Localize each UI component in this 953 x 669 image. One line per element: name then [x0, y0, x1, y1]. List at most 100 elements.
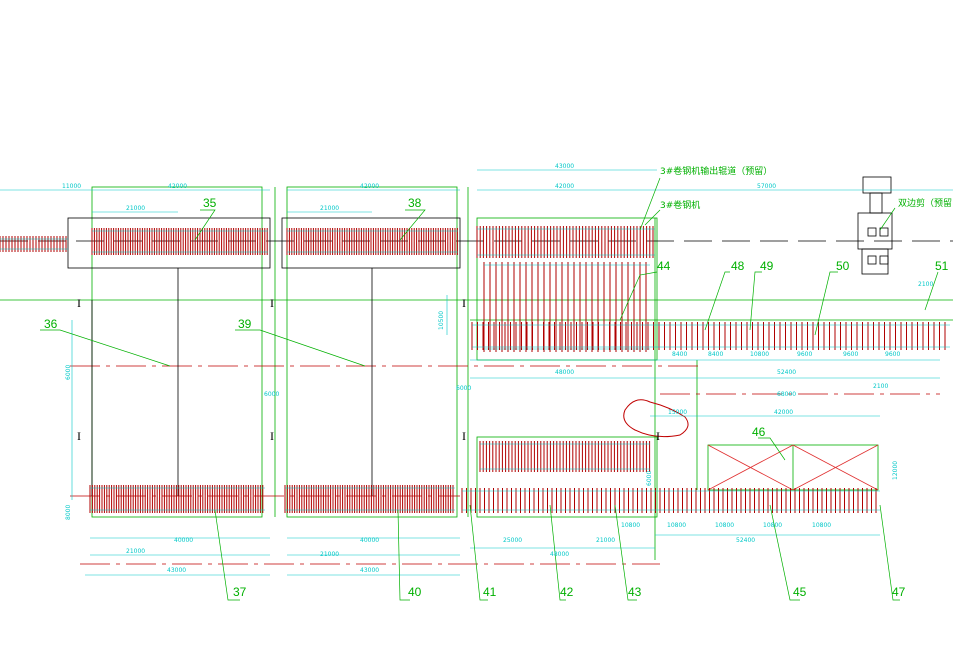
- leader-50: [814, 271, 838, 336]
- roller-furnace-1: [91, 228, 268, 255]
- dim-21000-a: 21000: [126, 205, 145, 212]
- dim-42000-b: 42000: [360, 183, 379, 190]
- dim-68000: 68000: [777, 391, 796, 398]
- leader-46: [758, 437, 786, 461]
- leader-43: [614, 504, 637, 601]
- leader-49: [749, 271, 762, 331]
- dim-10800-b: 10800: [667, 522, 686, 529]
- label-51: 51: [935, 259, 949, 273]
- dim-8400-b: 8400: [708, 351, 723, 358]
- equipment-outlines: [67, 176, 893, 496]
- dim-48000-bot: 48000: [550, 551, 569, 558]
- dim-57000: 57000: [757, 183, 776, 190]
- leader-40: [397, 509, 410, 601]
- dim-8000: 8000: [65, 505, 72, 520]
- dim-11000: 11000: [62, 183, 81, 190]
- dim-6000-b: 6000: [456, 385, 471, 392]
- dim-42000-c: 42000: [555, 183, 574, 190]
- note-coiler3: 3#卷钢机: [660, 199, 700, 211]
- label-35: 35: [203, 196, 217, 210]
- leader-39: [235, 329, 366, 367]
- dim-15000: 15000: [668, 409, 687, 416]
- shear-stand-low: [861, 248, 889, 275]
- dim-43000-top: 43000: [555, 163, 574, 170]
- dim-48000-mid: 48000: [555, 369, 574, 376]
- dim-9600-c: 9600: [885, 351, 900, 358]
- dim-9600-b: 9600: [843, 351, 858, 358]
- roller-runout-lower: [461, 488, 880, 513]
- ibeam-3: I: [462, 296, 466, 310]
- shear-box-2: [879, 227, 889, 237]
- dim-8400-a: 8400: [672, 351, 687, 358]
- dim-40000-a: 40000: [174, 537, 193, 544]
- centerlines: [0, 240, 953, 565]
- roller-entry: [0, 236, 68, 252]
- leader-41: [469, 504, 488, 601]
- label-48: 48: [731, 259, 745, 273]
- label-40: 40: [408, 585, 422, 599]
- label-46: 46: [752, 425, 766, 439]
- roller-tables: [0, 226, 950, 513]
- dim-42000-a: 42000: [168, 183, 187, 190]
- dim-43000-a: 43000: [167, 567, 186, 574]
- label-36: 36: [44, 317, 58, 331]
- furnace-1-outline: [67, 217, 271, 269]
- leader-coiler3: [644, 209, 661, 226]
- roller-furnace-2: [286, 228, 458, 255]
- leader-shear: [879, 207, 896, 231]
- roller-bed-upper: [476, 226, 655, 258]
- leader-lines: [40, 177, 939, 601]
- dim-21000-d: 21000: [320, 551, 339, 558]
- dim-6000-left: 6000: [65, 365, 72, 380]
- shear-stand-mid: [857, 212, 893, 250]
- roller-cooling-bed: [483, 262, 650, 352]
- ibeam-5: I: [270, 429, 274, 443]
- ibeam-6: I: [462, 429, 466, 443]
- leader-35: [194, 209, 216, 241]
- ibeam-7: I: [656, 429, 660, 443]
- leader-coiler-exit: [639, 177, 661, 231]
- label-47: 47: [892, 585, 906, 599]
- dim-21000-e: 21000: [596, 537, 615, 544]
- label-49: 49: [760, 259, 774, 273]
- label-37: 37: [233, 585, 247, 599]
- label-43: 43: [628, 585, 642, 599]
- shear-box-4: [879, 255, 889, 265]
- dim-42000-d: 42000: [774, 409, 793, 416]
- leader-42: [549, 504, 566, 601]
- dim-10800-a: 10800: [621, 522, 640, 529]
- dim-25000: 25000: [503, 537, 522, 544]
- dim-52400-b: 52400: [736, 537, 755, 544]
- leader-38: [399, 209, 426, 241]
- roller-lower-1: [89, 485, 265, 513]
- revision-cloud: [623, 399, 689, 438]
- leader-48: [704, 271, 730, 331]
- leader-47: [879, 504, 900, 601]
- dim-10800-d: 10800: [763, 522, 782, 529]
- leader-51: [924, 271, 939, 311]
- note-coiler-exit: 3#卷钢机输出辊道（预留）: [660, 165, 772, 177]
- label-50: 50: [836, 259, 850, 273]
- roller-runout-upper: [471, 322, 950, 350]
- ibeam-4: I: [77, 429, 81, 443]
- annotations: 3#卷钢机输出辊道（预留） 3#卷钢机 双边剪（预留: [660, 165, 952, 211]
- leader-45: [769, 504, 800, 601]
- label-42: 42: [560, 585, 574, 599]
- label-38: 38: [408, 196, 422, 210]
- dimension-texts: 11000 42000 42000 43000 42000 57000 2100…: [62, 163, 933, 574]
- shear-box-1: [867, 227, 877, 237]
- dim-9600-a: 9600: [797, 351, 812, 358]
- shear-box-3: [867, 255, 877, 265]
- lower-bed-frame: [476, 436, 658, 518]
- shear-stand-top: [862, 176, 892, 194]
- storage-hatch: [707, 444, 879, 491]
- dim-10800-e: 10800: [812, 522, 831, 529]
- dimension-lines: [0, 169, 953, 576]
- dim-2100-b: 2100: [918, 281, 933, 288]
- leader-44: [619, 271, 658, 321]
- roller-lower-2: [284, 485, 455, 513]
- label-45: 45: [793, 585, 807, 599]
- dim-6000-a: 6000: [264, 391, 279, 398]
- dim-12000: 12000: [892, 461, 899, 480]
